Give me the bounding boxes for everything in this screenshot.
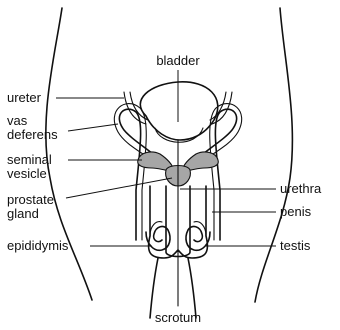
label-testis: testis — [280, 238, 311, 253]
label-seminal-vesicle-line2: vesicle — [7, 166, 47, 181]
label-vas-deferens-line2: deferens — [7, 127, 58, 142]
label-prostate-gland-line1: prostate — [7, 192, 54, 207]
leader-prostate-gland — [66, 178, 172, 198]
label-bladder: bladder — [156, 53, 200, 68]
label-penis: penis — [280, 204, 312, 219]
label-urethra: urethra — [280, 181, 322, 196]
label-ureter: ureter — [7, 90, 42, 105]
leader-vas-deferens — [68, 124, 118, 131]
label-epididymis: epididymis — [7, 238, 69, 253]
label-prostate-gland-line2: gland — [7, 206, 39, 221]
bladder-organ — [140, 82, 217, 142]
label-seminal-vesicle-line1: seminal — [7, 152, 52, 167]
legs-outline — [150, 258, 196, 318]
label-vas-deferens-line1: vas — [7, 113, 28, 128]
label-scrotum: scrotum — [155, 310, 201, 325]
